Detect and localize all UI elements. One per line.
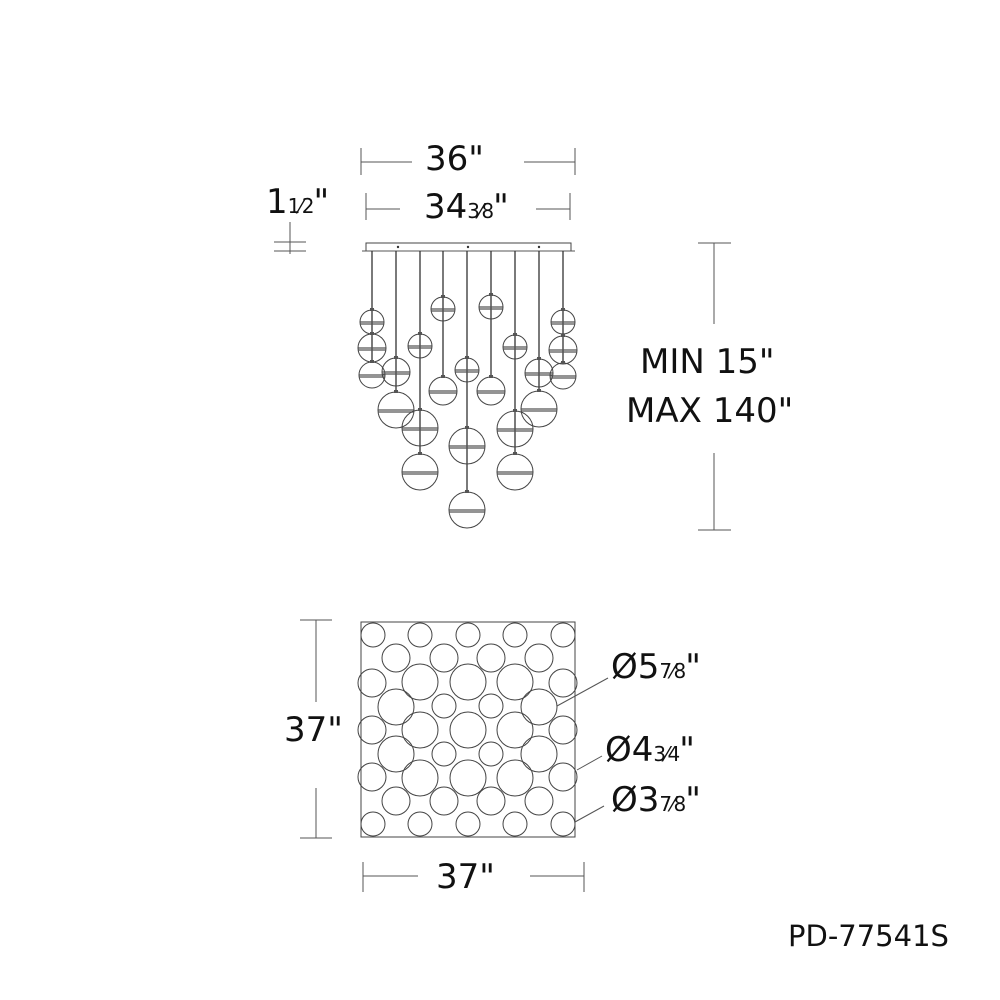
globe bbox=[476, 375, 506, 406]
globe bbox=[401, 452, 439, 491]
globe bbox=[549, 361, 577, 390]
model-number: PD-77541S bbox=[788, 919, 949, 953]
callout-large-globe: Ø57⁄8" bbox=[611, 650, 701, 684]
overall-width-dimension bbox=[360, 148, 576, 175]
inch-mark: " bbox=[327, 710, 343, 750]
canopy-height-dimension bbox=[274, 222, 306, 254]
canopy-height-label: 11⁄2" bbox=[266, 185, 329, 219]
canopy-height-fraction: 1⁄2 bbox=[287, 194, 315, 218]
callout-fraction: 3⁄4 bbox=[653, 742, 680, 766]
globe bbox=[428, 375, 458, 406]
callout-value: 5 bbox=[637, 647, 660, 687]
depth-value: 37 bbox=[284, 710, 328, 750]
globe bbox=[454, 356, 480, 383]
callout-medium-globe: Ø43⁄4" bbox=[605, 733, 695, 767]
overall-width-value: 36 bbox=[425, 139, 469, 179]
inch-mark: " bbox=[685, 780, 701, 820]
side-view-fixture bbox=[357, 242, 578, 529]
inch-mark: " bbox=[679, 730, 695, 770]
top-view-plan bbox=[357, 621, 609, 838]
inch-mark: " bbox=[493, 187, 509, 227]
depth-dimension bbox=[300, 619, 332, 839]
min-height-label: MIN 15" bbox=[640, 342, 775, 382]
inch-mark: " bbox=[313, 182, 330, 222]
canopy-height-value: 1 bbox=[266, 182, 288, 222]
callout-fraction: 7⁄8 bbox=[659, 659, 686, 683]
width-label: 37" bbox=[436, 860, 495, 894]
globe bbox=[496, 452, 534, 491]
callout-small-globe: Ø37⁄8" bbox=[611, 783, 701, 817]
globe bbox=[496, 409, 534, 448]
max-height-label: MAX 140" bbox=[626, 391, 794, 431]
canopy-width-label: 343⁄8" bbox=[424, 190, 509, 224]
top-view-globes bbox=[357, 622, 578, 837]
diameter-icon: Ø bbox=[611, 647, 638, 687]
overall-width-label: 36" bbox=[425, 142, 484, 176]
inch-mark: " bbox=[685, 647, 701, 687]
globe bbox=[520, 389, 558, 428]
globe bbox=[502, 333, 528, 360]
height-range-dimension bbox=[698, 242, 731, 531]
globe bbox=[524, 357, 554, 388]
inch-mark: " bbox=[468, 139, 484, 179]
globe bbox=[478, 293, 504, 320]
globe bbox=[377, 390, 415, 429]
width-value: 37 bbox=[436, 857, 480, 897]
globe bbox=[381, 356, 411, 387]
globe bbox=[448, 426, 486, 465]
pendant-globes bbox=[357, 293, 578, 529]
globe bbox=[358, 360, 386, 389]
callout-value: 4 bbox=[631, 730, 654, 770]
diameter-icon: Ø bbox=[611, 780, 638, 820]
canopy-width-dimension bbox=[365, 193, 571, 220]
callout-leaders bbox=[556, 677, 609, 823]
callout-value: 3 bbox=[637, 780, 660, 820]
footprint-square bbox=[360, 621, 576, 838]
globe bbox=[448, 490, 486, 529]
canopy-width-fraction: 3⁄8 bbox=[467, 199, 494, 223]
globe bbox=[407, 332, 433, 359]
globe bbox=[401, 408, 439, 447]
inch-mark: " bbox=[479, 857, 495, 897]
diameter-icon: Ø bbox=[605, 730, 632, 770]
width-dimension bbox=[362, 862, 585, 892]
callout-fraction: 7⁄8 bbox=[659, 792, 686, 816]
canopy-width-value: 34 bbox=[424, 187, 468, 227]
depth-label: 37" bbox=[284, 713, 343, 747]
globe bbox=[430, 295, 456, 322]
